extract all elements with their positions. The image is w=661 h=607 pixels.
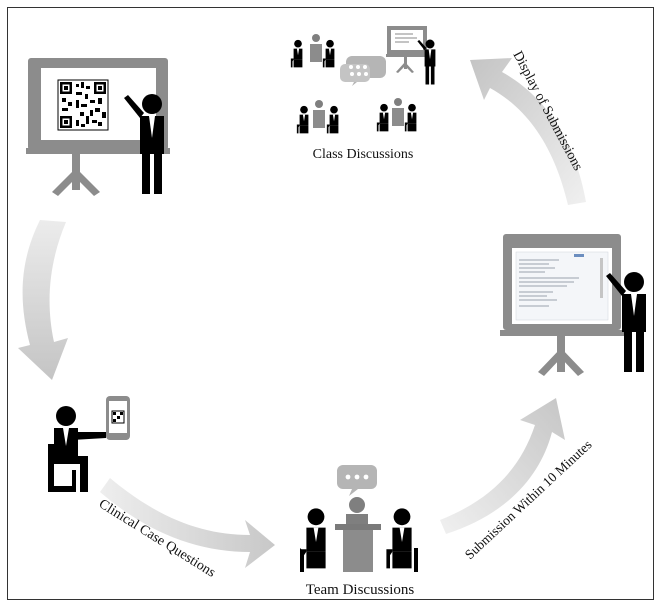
qr-code-icon	[57, 79, 109, 131]
diagram-frame	[7, 7, 654, 600]
team-meeting-icon	[296, 100, 339, 134]
class-discussions-cluster: Class Discussions	[290, 26, 436, 162]
smartphone-qr-icon	[106, 396, 130, 440]
flow-arrow-bottom	[100, 478, 275, 568]
submissions-board	[500, 234, 646, 376]
flow-arrow-left	[18, 220, 68, 380]
team-meeting-icon	[290, 34, 335, 68]
class-discussions-label: Class Discussions	[313, 147, 414, 162]
team-meeting-icon	[376, 98, 417, 132]
projector-board-qr	[26, 58, 170, 196]
flow-arrow-right	[440, 398, 565, 534]
chat-bubble-icon	[340, 56, 386, 86]
student-with-phone	[48, 396, 130, 492]
team-discussion: Team Discussions	[300, 465, 418, 598]
team-meeting-icon	[300, 497, 418, 572]
team-discussions-label: Team Discussions	[306, 582, 415, 598]
chat-bubble-icon	[337, 465, 377, 496]
flow-arrow-top	[470, 58, 586, 205]
